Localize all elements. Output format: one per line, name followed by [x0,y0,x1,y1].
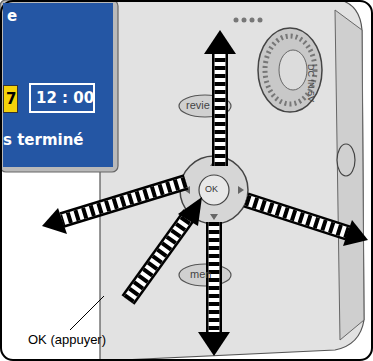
button-label: men [190,268,211,280]
screen-text: e [7,7,17,25]
menu-button [179,264,231,286]
camera-body [100,0,364,361]
button-label: DC IN 5V [306,64,316,102]
strap-lug [337,144,355,176]
value-box: 7 [3,85,18,113]
button-label: OK [205,184,218,194]
screen-bezel [0,0,118,172]
screen-text: 7 [6,90,16,108]
button-label: revie [186,99,210,111]
value-box: 12 : 00 [29,83,95,113]
mode-dial [258,28,322,112]
screen-text: s terminé [3,131,84,149]
leader-line [70,296,104,330]
callout-label: OK (appuyer) [28,332,106,347]
camera-side [335,10,364,340]
screen-text: 12 : 00 [36,89,94,107]
screen-panel: e s terminé 7 12 : 00 [3,3,113,167]
speaker-holes [234,18,263,23]
